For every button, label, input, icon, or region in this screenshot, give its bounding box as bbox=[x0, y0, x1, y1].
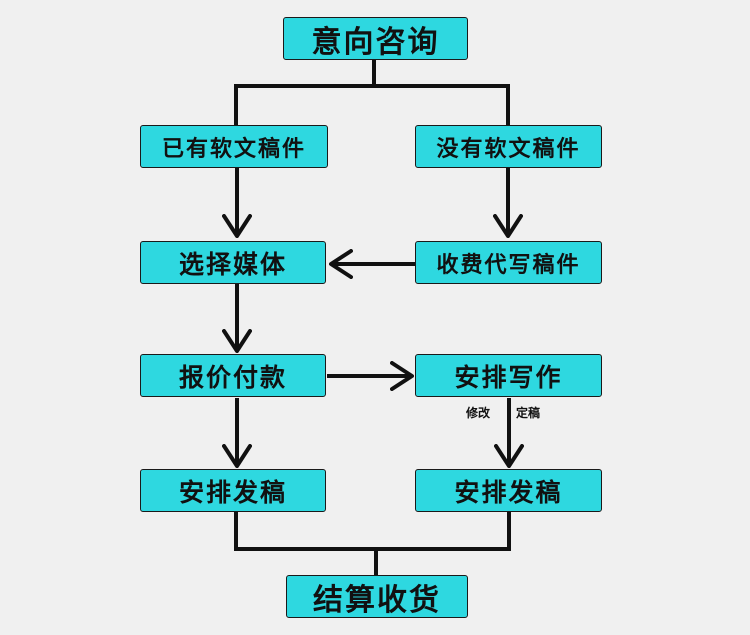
connector-intent-split bbox=[234, 60, 376, 125]
node-quote-payment: 报价付款 bbox=[140, 354, 326, 397]
node-choose-media: 选择媒体 bbox=[140, 241, 326, 284]
node-has-draft: 已有软文稿件 bbox=[140, 125, 328, 168]
node-publish-left: 安排发稿 bbox=[140, 469, 326, 512]
node-paid-writing: 收费代写稿件 bbox=[415, 241, 602, 284]
edge-label-revise: 修改 bbox=[466, 404, 491, 421]
node-publish-right: 安排发稿 bbox=[415, 469, 602, 512]
node-arrange-writing: 安排写作 bbox=[415, 354, 602, 397]
node-intent-consult: 意向咨询 bbox=[283, 17, 468, 60]
edge-label-finalize: 定稿 bbox=[516, 404, 541, 421]
connector-merge bbox=[234, 512, 511, 551]
node-no-draft: 没有软文稿件 bbox=[415, 125, 602, 168]
node-settle-receipt: 结算收货 bbox=[286, 575, 468, 618]
